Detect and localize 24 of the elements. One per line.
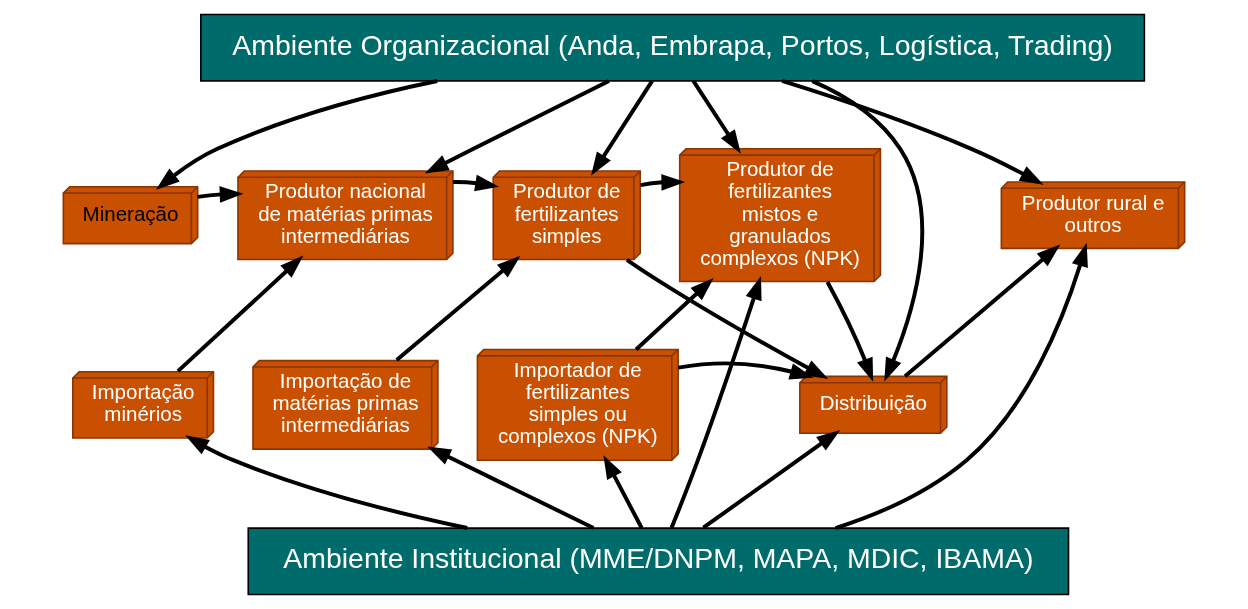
arrow: [825, 281, 874, 382]
arrow: [811, 79, 925, 382]
arrow: [395, 255, 521, 362]
arrow: [453, 174, 499, 192]
arrow: [903, 244, 1061, 378]
arrow: [185, 435, 468, 530]
arrow: [603, 455, 644, 529]
arrow: [155, 79, 438, 190]
arrow: [625, 258, 829, 380]
node-box: Ambiente Organizacional (Anda, Embrapa, Portos, Logística, Trading): [200, 13, 1146, 82]
arrow: [427, 446, 595, 530]
arrow: [640, 174, 686, 191]
arrow: [691, 79, 741, 154]
arrow: [176, 255, 304, 373]
arrow: [591, 79, 654, 176]
node-box: Ambiente Institucional (MME/DNPM, MAPA, MDIC, IBAMA): [247, 527, 1070, 596]
arrow: [634, 277, 714, 351]
arrow: [781, 79, 1044, 185]
arrow: [702, 430, 841, 530]
arrow: [834, 242, 1088, 530]
arrow: [424, 79, 610, 174]
arrow: [677, 361, 814, 380]
arrow: [669, 276, 762, 529]
arrow: [197, 186, 244, 203]
